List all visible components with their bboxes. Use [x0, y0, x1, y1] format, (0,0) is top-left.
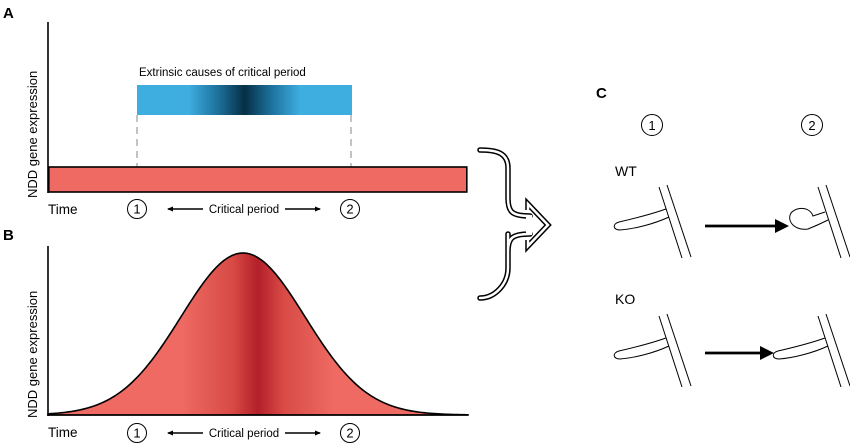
wt-label: WT — [615, 163, 637, 179]
constant-expression-bar — [47, 166, 468, 193]
panel-a: A NDD gene expression Extrinsic causes o… — [3, 5, 468, 219]
panel-a-extrinsic-label: Extrinsic causes of critical period — [139, 67, 306, 79]
panel-c: C 1 2 WT KO — [596, 85, 850, 388]
ko-dendrite-filopodium-unchanged — [772, 313, 850, 388]
panel-a-y-axis-label: NDD gene expression — [25, 71, 40, 198]
brace-arrowhead-inner — [526, 200, 550, 250]
panel-b-letter: B — [3, 227, 14, 244]
panel-c-step-2-number: 2 — [808, 118, 815, 133]
panel-c-step-1-circle — [641, 114, 663, 136]
merge-brace-arrow — [477, 147, 552, 301]
panel-c-step-1-number: 1 — [648, 118, 655, 133]
panel-a-step-1-number: 1 — [133, 202, 140, 217]
wt-dendrite-filopodium — [613, 184, 692, 259]
panel-b-step-1-number: 1 — [133, 426, 140, 441]
panel-c-step-2-circle — [801, 114, 823, 136]
panel-b: B NDD gene expression Time 1 Critical pe… — [3, 227, 469, 443]
panel-b-time-label: Time — [48, 425, 78, 440]
panel-a-critical-period-label: Critical period — [209, 204, 279, 216]
panel-a-letter: A — [3, 5, 14, 22]
expression-bell-curve — [47, 252, 469, 416]
ko-label: KO — [615, 291, 635, 307]
panel-b-step-2-circle — [340, 423, 360, 443]
brace-join-fill — [526, 215, 532, 235]
panel-c-letter: C — [596, 85, 607, 102]
ko-transition-arrow-head — [760, 346, 774, 360]
panel-b-critical-period-label: Critical period — [209, 428, 279, 440]
extrinsic-causes-bar — [137, 85, 352, 115]
panel-a-time-label: Time — [48, 202, 78, 217]
panel-a-step-1-circle — [127, 199, 147, 219]
panel-b-y-axis-label: NDD gene expression — [25, 291, 40, 418]
panel-a-step-2-circle — [340, 199, 360, 219]
panel-b-step-1-circle — [127, 423, 147, 443]
brace-outline — [477, 147, 533, 301]
brace-inner — [478, 148, 532, 300]
wt-transition-arrow-head — [775, 219, 789, 233]
panel-b-step-2-number: 2 — [346, 426, 353, 441]
wt-dendrite-mushroom-spine — [789, 184, 850, 259]
panel-a-step-2-number: 2 — [346, 202, 353, 217]
ko-dendrite-filopodium — [613, 313, 692, 388]
